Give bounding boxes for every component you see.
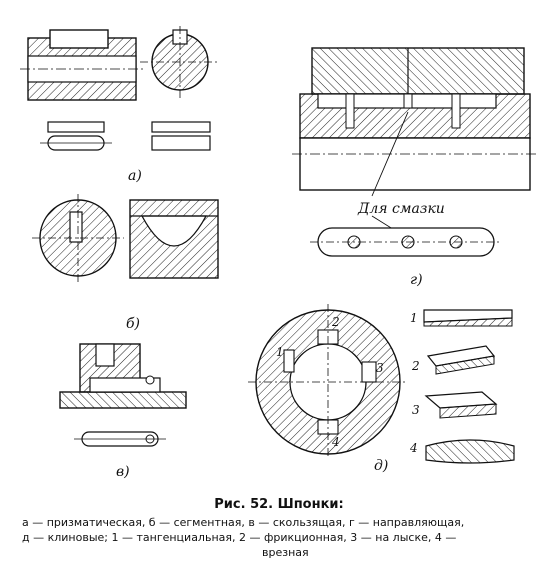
center-number-4: 4: [331, 435, 340, 449]
part-number-1: 1: [410, 311, 418, 325]
center-number-1: 1: [276, 345, 284, 359]
view-b: б): [32, 194, 219, 332]
center-number-3: 3: [376, 361, 384, 375]
part-number-2: 2: [411, 359, 420, 373]
caption-line-2: д — клиновые; 1 — тангенциальная, 2 — фр…: [22, 531, 457, 544]
caption-text: а — призматическая, б — сегментная, в — …: [22, 515, 542, 560]
part-number-3: 3: [412, 403, 420, 417]
view-g: Для смазки г): [292, 47, 538, 288]
caption-line-3: врезная: [262, 546, 309, 559]
view-v: в): [59, 343, 187, 480]
label-a: а): [128, 168, 142, 184]
label-v: в): [116, 464, 130, 480]
view-a: а): [20, 26, 220, 184]
caption-title: Рис. 52. Шпонки:: [214, 497, 344, 512]
caption-line-1: а — призматическая, б — сегментная, в — …: [22, 516, 465, 529]
label-b: б): [126, 316, 140, 332]
label-g: г): [410, 272, 423, 288]
part-number-4: 4: [409, 441, 418, 455]
view-d: 1 2 3 4 1 2 3 4 д): [248, 304, 515, 474]
center-number-2: 2: [331, 315, 340, 329]
label-d: д): [374, 458, 388, 474]
annotation-lubrication: Для смазки: [357, 201, 445, 217]
